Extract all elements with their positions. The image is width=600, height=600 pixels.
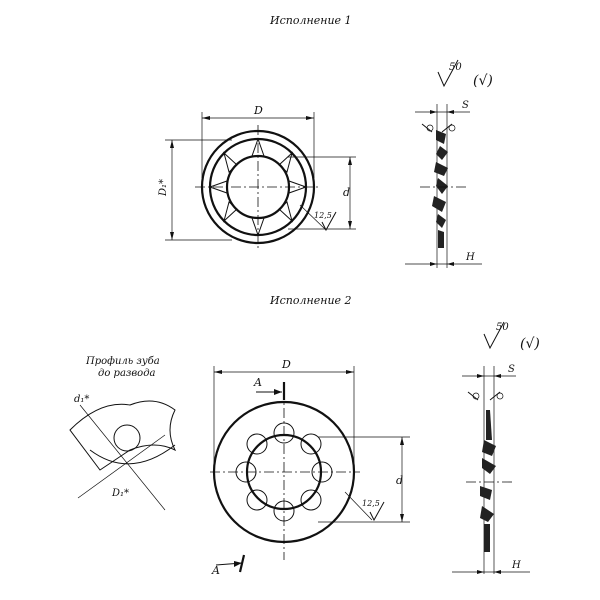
variant2-dim-D-label: D xyxy=(281,358,291,371)
variant2-dim-d-label: d xyxy=(396,474,403,487)
variant2-dim-D1-label: D₁* xyxy=(111,488,129,499)
variant2-roughness-local-label: 12,5 xyxy=(362,499,380,508)
variant2-dim-D: D xyxy=(213,358,355,466)
variant1-dim-D1-label: D₁* xyxy=(158,179,169,197)
variant1-washer-front xyxy=(195,125,320,248)
variant2-section-A-top: A xyxy=(253,376,262,389)
variant2-section-A-bottom: A xyxy=(211,564,220,577)
variant2-dim-d: d xyxy=(318,436,410,523)
variant2-roughness-bracket: (√) xyxy=(520,336,540,352)
variant1-roughness-bracket: (√) xyxy=(473,73,493,89)
variant2-washer-side: S H xyxy=(452,364,530,574)
variant1-roughness-value: 50 xyxy=(449,62,462,73)
variant1-dim-H-label: H xyxy=(465,252,475,263)
variant2-tooth-profile: Профиль зуба до развода d₁* D₁* xyxy=(69,356,177,511)
variant2-dim-H-label: H xyxy=(511,560,521,571)
variant2-dim-S-label: S xyxy=(508,364,515,375)
variant1-dim-D-label: D xyxy=(253,104,263,117)
variant1-dim-d-label: d xyxy=(343,186,350,199)
variant2-title: Исполнение 2 xyxy=(269,294,352,307)
variant2-roughness-value: 50 xyxy=(496,322,509,333)
variant1-roughness-local: 12,5 xyxy=(299,204,337,232)
variant2-profile-label-1: Профиль зуба xyxy=(85,356,160,367)
variant1-title: Исполнение 1 xyxy=(269,14,352,27)
variant1-dim-S-label: S xyxy=(462,100,469,111)
variant2-washer-front xyxy=(210,390,360,560)
variant2-roughness-local: 12,5 xyxy=(344,491,385,522)
variant2-roughness-symbol: 50 (√) xyxy=(483,321,540,352)
variant1-dim-d: d xyxy=(288,156,356,230)
variant1-dim-D: D xyxy=(201,104,315,178)
variant1-roughness-symbol: 50 (√) xyxy=(437,59,493,89)
variant2-dim-d1-label: d₁* xyxy=(74,394,89,405)
variant1-roughness-local-label: 12,5 xyxy=(314,211,332,220)
variant2-profile-label-2: до развода xyxy=(98,368,156,379)
variant1-washer-side: S H xyxy=(405,100,482,268)
variant2-section-A: A A xyxy=(211,376,286,577)
variant1-dim-D1: D₁* xyxy=(158,139,232,241)
